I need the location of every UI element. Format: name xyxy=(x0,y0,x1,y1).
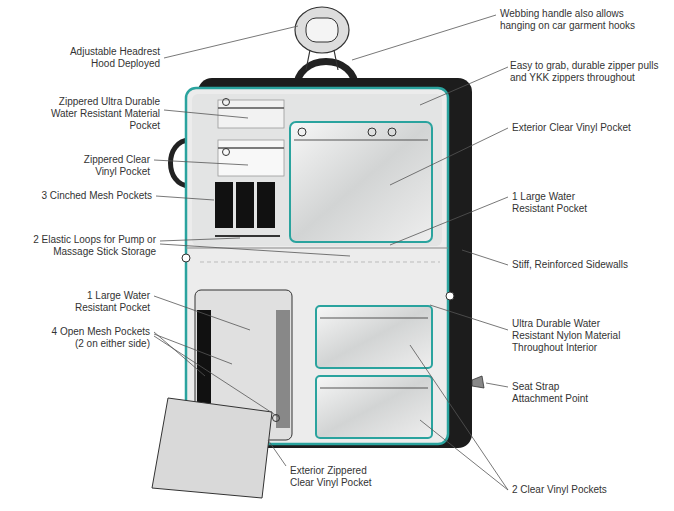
callout-label: Seat Strap Attachment Point xyxy=(512,381,602,405)
callout-label: Exterior Clear Vinyl Pocket xyxy=(512,122,662,134)
callout-label: 1 Large Water Resistant Pocket xyxy=(512,191,602,215)
callout-label: Stiff, Reinforced Sidewalls xyxy=(512,259,662,271)
callout-label: Webbing handle also allows hanging on ca… xyxy=(500,8,660,32)
callout-label: Exterior Zippered Clear Vinyl Pocket xyxy=(290,465,390,489)
callout-label: 1 Large Water Resistant Pocket xyxy=(65,290,150,314)
callout-label: 3 Cinched Mesh Pockets xyxy=(22,190,152,202)
callout-label: Zippered Ultra Durable Water Resistant M… xyxy=(45,96,160,132)
callout-label: 4 Open Mesh Pockets (2 on either side) xyxy=(40,326,150,350)
callout-label: Easy to grab, durable zipper pulls and Y… xyxy=(510,60,668,84)
callout-label: 2 Clear Vinyl Pockets xyxy=(512,484,662,496)
callout-label: Zippered Clear Vinyl Pocket xyxy=(70,154,150,178)
callout-label: Adjustable Headrest Hood Deployed xyxy=(50,46,160,70)
callout-label: 2 Elastic Loops for Pump or Massage Stic… xyxy=(21,234,156,258)
callout-label: Ultra Durable Water Resistant Nylon Mate… xyxy=(512,318,642,354)
